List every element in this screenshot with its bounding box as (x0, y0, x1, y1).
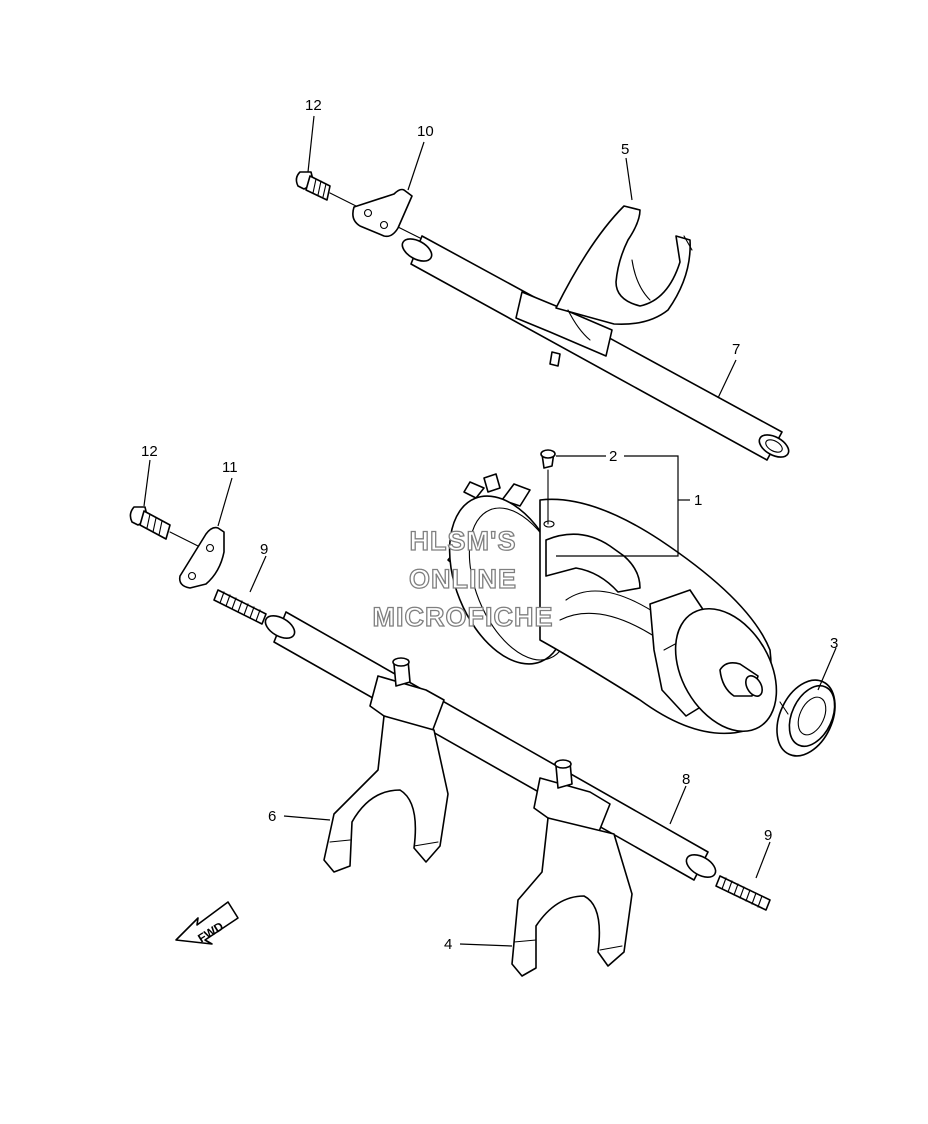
bolt-12-lower (129, 506, 215, 555)
watermark-line-1: HLSM'S (410, 526, 517, 556)
callout-7: 7 (732, 341, 740, 358)
shift-fork-5 (515, 205, 693, 367)
callout-2: 2 (609, 448, 617, 465)
bracket-11 (178, 526, 225, 589)
shift-fork-4 (511, 759, 633, 977)
callout-12-lower: 12 (141, 443, 158, 460)
callout-1: 1 (694, 492, 702, 509)
watermark-line-2: ONLINE (409, 564, 517, 594)
shift-fork-6 (323, 657, 449, 873)
callout-5: 5 (621, 141, 629, 158)
watermark-line-3: MICROFICHE (373, 602, 554, 632)
callout-6: 6 (268, 808, 276, 825)
callout-11: 11 (222, 459, 238, 476)
callout-9-right: 9 (764, 827, 772, 844)
bearing-3 (776, 679, 836, 757)
bracket-10 (352, 188, 413, 238)
callout-10: 10 (417, 123, 434, 140)
callout-12-upper: 12 (305, 97, 322, 114)
shift-drum-1 (447, 473, 778, 735)
forward-direction-arrow: FWD (175, 901, 239, 945)
callout-4: 4 (444, 936, 452, 953)
dowel-pin-2 (540, 449, 556, 528)
leader-lines (143, 115, 837, 947)
bolt-12-upper (295, 171, 421, 239)
spring-9-right (715, 875, 771, 911)
watermark: HLSM'S ONLINE MICROFICHE (372, 525, 554, 632)
callout-9-left: 9 (260, 541, 268, 558)
callout-3: 3 (830, 635, 838, 652)
callout-8: 8 (682, 771, 690, 788)
spring-9-left (213, 589, 267, 625)
